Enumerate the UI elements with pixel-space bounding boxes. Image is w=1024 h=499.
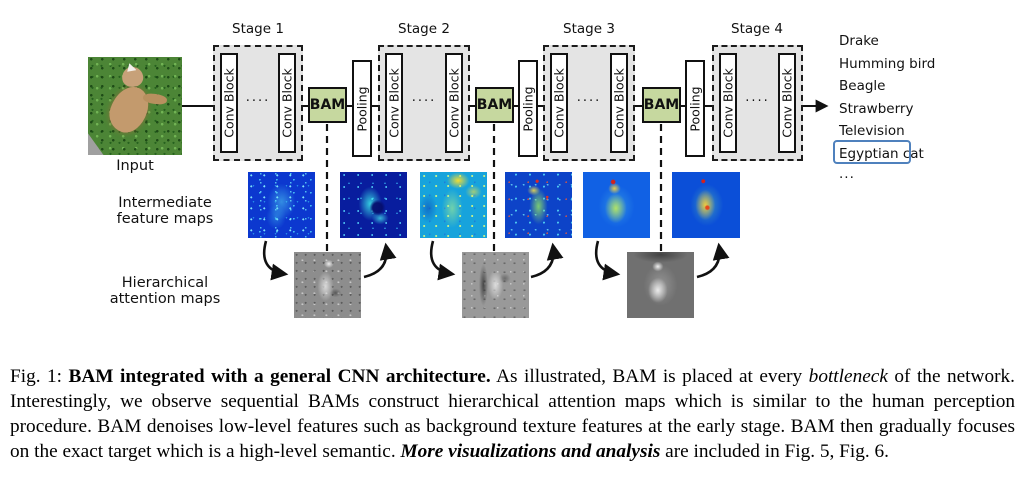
conv-block: Conv Block <box>278 53 296 153</box>
stage-2-label: Stage 2 <box>398 21 450 37</box>
caption-body-1: As illustrated, BAM is placed at every <box>490 366 809 387</box>
stage-3-label: Stage 3 <box>563 21 615 37</box>
caption-body-3: are included in Fig. 5, Fig. 6. <box>660 441 890 462</box>
stage-4-box: Conv Block ···· Conv Block <box>712 45 803 161</box>
class-item: Television <box>839 123 905 140</box>
stage-2-box: Conv Block ···· Conv Block <box>378 45 470 161</box>
feature-map-6 <box>672 172 740 238</box>
bam-block-3: BAM <box>642 87 681 123</box>
pooling-label: Pooling <box>520 85 536 132</box>
architecture-diagram: Input Stage 1 Stage 2 Stage 3 Stage 4 Co… <box>88 21 935 318</box>
conv-block: Conv Block <box>220 53 238 153</box>
conv-dots: ···· <box>576 94 602 109</box>
predicted-class-highlight-box <box>833 140 911 164</box>
class-list: Drake Humming bird Beagle Strawberry Tel… <box>839 30 935 186</box>
caption-italic-bottleneck: bottleneck <box>808 366 888 387</box>
conv-block-label: Conv Block <box>779 68 795 138</box>
pooling-block-2: Pooling <box>518 60 538 157</box>
caption-body-2: of the network. Interestingly, we observ… <box>10 366 1015 462</box>
attention-maps-row-label: Hierarchical attention maps <box>100 275 230 307</box>
class-item: Drake <box>839 33 879 49</box>
stage-3-box: Conv Block ···· Conv Block <box>543 45 635 161</box>
pooling-block-3: Pooling <box>685 60 705 157</box>
conv-block: Conv Block <box>550 53 568 153</box>
input-image <box>88 57 182 155</box>
class-item: Humming bird <box>839 55 936 72</box>
stage-1-box: Conv Block ···· Conv Block <box>213 45 303 161</box>
attention-maps-label-line2: attention maps <box>109 290 221 307</box>
stage-1-label: Stage 1 <box>232 21 284 37</box>
feature-maps-label-line2: feature maps <box>116 210 214 227</box>
conv-dots: ···· <box>411 94 437 109</box>
feature-map-4 <box>505 172 572 238</box>
conv-block-label: Conv Block <box>446 68 462 138</box>
caption-bold-title: BAM integrated with a general CNN archit… <box>68 366 491 387</box>
conv-block: Conv Block <box>445 53 463 153</box>
conv-block-label: Conv Block <box>279 68 295 138</box>
attention-map-3 <box>627 252 694 318</box>
feature-map-1 <box>248 172 315 238</box>
figure-caption: Fig. 1: BAM integrated with a general CN… <box>10 364 1015 464</box>
conv-dots: ···· <box>745 94 770 109</box>
class-item: Beagle <box>839 78 886 95</box>
attention-map-1 <box>294 252 361 318</box>
feature-map-2 <box>340 172 407 238</box>
conv-dots: ···· <box>245 94 271 109</box>
pooling-label: Pooling <box>687 85 703 132</box>
stage-4-label: Stage 4 <box>731 21 783 37</box>
class-item-highlighted: Egyptian cat <box>839 145 924 162</box>
conv-block: Conv Block <box>778 53 796 153</box>
cat-body-shape <box>104 82 153 138</box>
class-list-ellipsis: ... <box>839 165 855 182</box>
feature-map-3 <box>420 172 487 238</box>
attention-map-2 <box>462 252 529 318</box>
conv-block: Conv Block <box>610 53 628 153</box>
conv-block: Conv Block <box>385 53 403 153</box>
feature-map-5 <box>583 172 650 238</box>
bam-block-1: BAM <box>308 87 347 123</box>
conv-block: Conv Block <box>719 53 737 153</box>
pavement-patch <box>88 133 104 155</box>
attention-maps-label-line1: Hierarchical <box>121 275 209 291</box>
class-item: Strawberry <box>839 100 914 117</box>
pooling-block-1: Pooling <box>352 60 372 157</box>
caption-prefix: Fig. 1: <box>10 366 69 387</box>
input-label: Input <box>116 158 154 174</box>
feature-maps-row-label: Intermediate feature maps <box>100 195 230 227</box>
bam-block-2: BAM <box>475 87 514 123</box>
caption-bold-italic: More visualizations and analysis <box>400 441 661 462</box>
pooling-label: Pooling <box>354 85 370 132</box>
feature-maps-label-line1: Intermediate <box>118 195 212 211</box>
conv-block-label: Conv Block <box>611 68 627 138</box>
